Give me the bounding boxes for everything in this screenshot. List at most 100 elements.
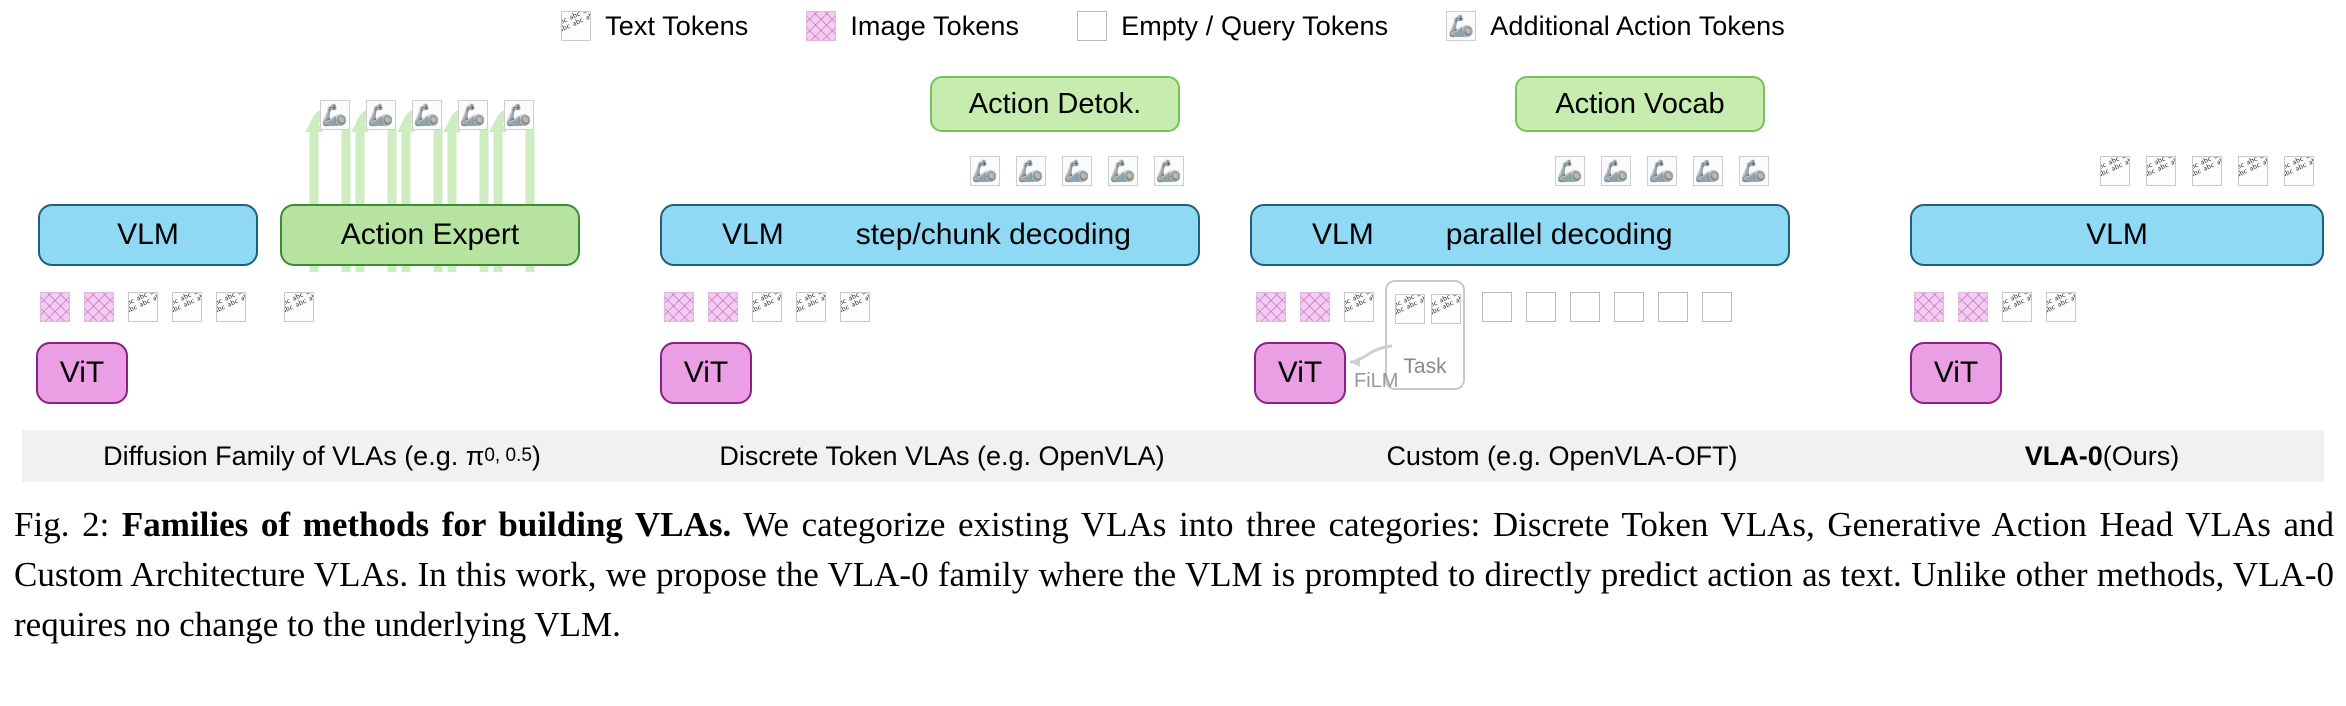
image-token-icon	[84, 292, 114, 322]
action-token-icon: 🦾	[1647, 156, 1677, 186]
panel4-output-text-token-row	[2100, 156, 2314, 186]
empty-token-icon	[1570, 292, 1600, 322]
panel1-vlm-label: VLM	[117, 218, 179, 251]
action-token-icon: 🦾	[1693, 156, 1723, 186]
empty-token-icon	[1077, 11, 1108, 41]
text-token-icon	[2100, 156, 2130, 186]
image-token-icon	[708, 292, 738, 322]
band-caption-vla0-bold: VLA-0	[2024, 440, 2103, 471]
text-token-icon	[752, 292, 782, 322]
panel2-vlm-box: VLM step/chunk decoding	[660, 204, 1200, 266]
panel2-action-detok-box: Action Detok.	[930, 76, 1180, 132]
panel3-vit-box: ViT	[1254, 342, 1346, 404]
panel3-film-label: FiLM	[1354, 370, 1399, 392]
panel3-vlm-label: VLM	[1312, 218, 1374, 251]
panel-custom-openvla-oft: Action Vocab 🦾 🦾 🦾 🦾 🦾 VLM parallel deco…	[1250, 52, 1870, 430]
image-token-icon	[1300, 292, 1330, 322]
band-caption-vla-0: VLA-0 (Ours)	[1882, 430, 2322, 482]
action-token-icon: 🦾	[1108, 156, 1138, 186]
panel3-task-token-row	[1395, 294, 1461, 324]
panel-diffusion-family: 🦾 🦾 🦾 🦾 🦾 VLM Action Expert ViT	[0, 52, 600, 430]
panel3-action-token-row: 🦾 🦾 🦾 🦾 🦾	[1555, 156, 1769, 186]
text-token-icon	[1344, 292, 1374, 322]
empty-token-icon	[1702, 292, 1732, 322]
action-token-icon: 🦾	[320, 100, 350, 130]
architecture-diagram: 🦾 🦾 🦾 🦾 🦾 VLM Action Expert ViT	[0, 52, 2346, 430]
band-caption-custom-text: Custom (e.g. OpenVLA-OFT)	[1386, 440, 1738, 471]
text-token-icon	[1431, 294, 1461, 324]
action-token-icon: 🦾	[1154, 156, 1184, 186]
image-token-icon	[1914, 292, 1944, 322]
action-token-icon: 🦾	[1016, 156, 1046, 186]
panel2-action-token-row: 🦾 🦾 🦾 🦾 🦾	[970, 156, 1184, 186]
action-token-icon: 🦾	[458, 100, 488, 130]
band-caption-diffusion-sub: 0, 0.5	[484, 445, 532, 466]
band-caption-diffusion-tail: )	[531, 440, 541, 471]
legend-item-image-tokens: Image Tokens	[806, 11, 1019, 42]
panel2-vit-label: ViT	[683, 356, 729, 389]
text-token-icon	[796, 292, 826, 322]
panel3-vlm-mode-label: parallel decoding	[1445, 218, 1673, 251]
text-token-icon	[216, 292, 246, 322]
panel4-vit-label: ViT	[1933, 356, 1979, 389]
panel3-vit-label: ViT	[1277, 356, 1323, 389]
image-token-icon	[40, 292, 70, 322]
panel1-vit-label: ViT	[59, 356, 105, 389]
text-token-icon	[840, 292, 870, 322]
legend-label-empty-tokens: Empty / Query Tokens	[1121, 10, 1389, 41]
panel4-input-token-row	[1914, 292, 2076, 322]
action-token-icon: 🦾	[1739, 156, 1769, 186]
figure-caption-title: Families of methods for building VLAs.	[121, 505, 732, 544]
panel1-input-token-row	[40, 292, 246, 322]
panel3-vlm-box: VLM parallel decoding	[1250, 204, 1790, 266]
legend-item-action-tokens: 🦾 Additional Action Tokens	[1446, 11, 1785, 42]
band-caption-discrete-token: Discrete Token VLAs (e.g. OpenVLA)	[642, 430, 1242, 482]
text-token-icon	[2002, 292, 2032, 322]
panel1-vlm-box: VLM	[38, 204, 258, 266]
panel1-expert-token-row	[284, 292, 314, 322]
figure-caption-prefix: Fig. 2:	[14, 505, 122, 544]
image-token-icon	[806, 11, 837, 41]
panel2-action-detok-label: Action Detok.	[968, 87, 1142, 120]
empty-token-icon	[1614, 292, 1644, 322]
panel3-task-box: Task	[1385, 280, 1465, 390]
text-token-icon	[1395, 294, 1425, 324]
figure-caption: Fig. 2: Families of methods for building…	[14, 500, 2334, 650]
panel3-task-label: Task	[1403, 355, 1447, 378]
panel1-action-expert-label: Action Expert	[340, 218, 520, 251]
empty-token-icon	[1482, 292, 1512, 322]
action-token-icon: 🦾	[366, 100, 396, 130]
panel4-vlm-box: VLM	[1910, 204, 2324, 266]
empty-token-icon	[1658, 292, 1688, 322]
panel1-action-expert-box: Action Expert	[280, 204, 580, 266]
panel4-vlm-label: VLM	[2086, 218, 2148, 251]
panel-vla-0: VLM ViT	[1890, 52, 2346, 430]
panel3-empty-token-row	[1482, 292, 1732, 322]
action-token-icon: 🦾	[1601, 156, 1631, 186]
panel3-action-vocab-box: Action Vocab	[1515, 76, 1765, 132]
image-token-icon	[1256, 292, 1286, 322]
panel2-vlm-mode-label: step/chunk decoding	[855, 218, 1131, 251]
film-connector	[1349, 344, 1393, 367]
band-caption-diffusion-text: Diffusion Family of VLAs (e.g. π	[103, 440, 485, 471]
image-token-icon	[1958, 292, 1988, 322]
panel1-vit-box: ViT	[36, 342, 128, 404]
text-token-icon	[2192, 156, 2222, 186]
legend-item-text-tokens: Text Tokens	[561, 11, 748, 42]
panel2-vit-box: ViT	[660, 342, 752, 404]
text-token-icon	[2284, 156, 2314, 186]
legend-label-text-tokens: Text Tokens	[605, 10, 749, 41]
text-token-icon	[172, 292, 202, 322]
band-caption-custom: Custom (e.g. OpenVLA-OFT)	[1252, 430, 1872, 482]
panel3-action-vocab-label: Action Vocab	[1555, 87, 1725, 120]
panel4-vit-box: ViT	[1910, 342, 2002, 404]
image-token-icon	[664, 292, 694, 322]
panel3-input-token-row	[1256, 292, 1374, 322]
text-token-icon	[128, 292, 158, 322]
empty-token-icon	[1526, 292, 1556, 322]
text-token-icon	[2238, 156, 2268, 186]
action-token-icon: 🦾	[1062, 156, 1092, 186]
legend-label-image-tokens: Image Tokens	[850, 10, 1020, 41]
